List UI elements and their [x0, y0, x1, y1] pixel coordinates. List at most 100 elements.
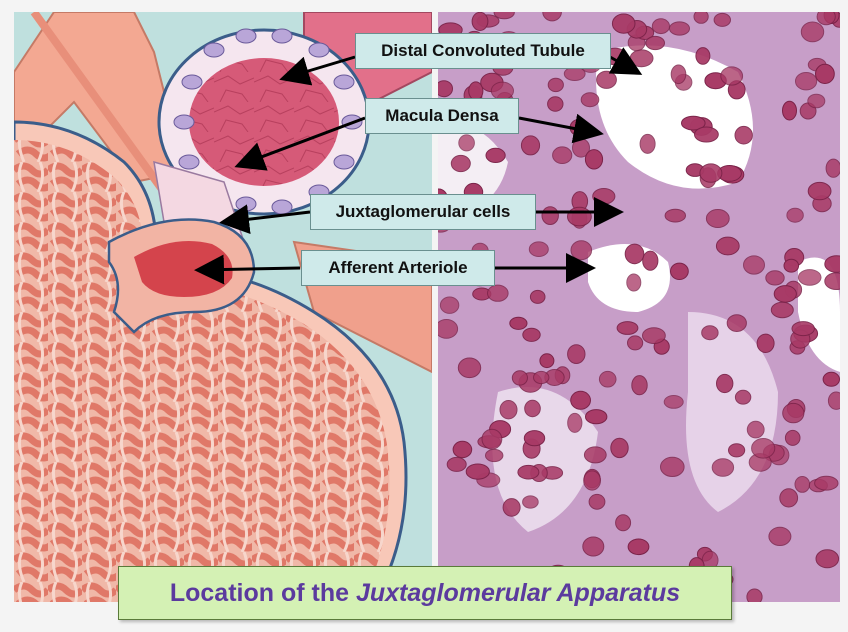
nucleus: [786, 207, 804, 223]
nucleus: [664, 208, 687, 223]
nucleus: [524, 399, 541, 418]
nucleus: [645, 35, 665, 51]
nucleus: [807, 93, 826, 109]
nucleus: [439, 296, 460, 314]
nucleus: [438, 80, 453, 98]
nucleus: [509, 316, 528, 330]
nucleus: [547, 77, 564, 93]
nucleus: [784, 429, 801, 446]
nucleus: [446, 456, 467, 472]
nucleus: [715, 236, 740, 256]
nucleus: [822, 371, 840, 387]
nucleus: [660, 456, 685, 477]
label-juxtaglomerular-cells: Juxtaglomerular cells: [310, 194, 536, 230]
nucleus: [624, 243, 645, 265]
title-emphasis: Juxtaglomerular Apparatus: [355, 578, 681, 607]
nucleus: [711, 458, 735, 477]
nucleus: [522, 495, 539, 509]
nucleus: [782, 100, 797, 121]
nucleus: [720, 66, 744, 86]
nucleus: [626, 273, 642, 292]
nucleus: [539, 353, 555, 369]
nucleus: [511, 370, 529, 386]
label-macula-densa: Macula Densa: [365, 98, 519, 134]
nucleus: [642, 327, 666, 345]
nucleus: [705, 209, 730, 228]
nucleus: [751, 438, 776, 459]
label-distal-convoluted-tubule: Distal Convoluted Tubule: [355, 33, 611, 69]
nucleus: [765, 270, 785, 286]
nucleus: [499, 400, 518, 420]
nucleus: [734, 125, 753, 145]
histology-micrograph: [438, 12, 840, 602]
nucleus: [485, 147, 506, 163]
nucleus: [533, 370, 550, 385]
label-afferent-arteriole: Afferent Arteriole: [301, 250, 495, 286]
nucleus: [502, 498, 521, 517]
nucleus: [693, 12, 709, 24]
nucleus: [452, 440, 473, 459]
nucleus: [552, 146, 573, 164]
nucleus: [825, 158, 840, 178]
nucleus: [701, 325, 719, 341]
micrograph-panel: [438, 12, 840, 602]
nucleus: [794, 476, 811, 493]
nucleus: [627, 538, 650, 556]
illustration-panel: [14, 12, 432, 602]
nucleus: [493, 12, 515, 20]
nucleus: [663, 395, 684, 409]
nucleus: [783, 258, 800, 273]
nucleus: [827, 391, 840, 410]
nucleus: [734, 389, 752, 405]
nucleus: [611, 13, 636, 34]
nucleus: [756, 333, 775, 353]
nucleus: [523, 430, 546, 447]
nucleus: [816, 12, 836, 26]
nucleus: [795, 71, 818, 91]
nucleus: [815, 63, 835, 85]
nucleus: [520, 135, 541, 156]
glomerulus-illustration: [14, 12, 432, 602]
nucleus: [814, 475, 839, 491]
nucleus: [583, 470, 602, 491]
nucleus: [695, 47, 711, 65]
nucleus: [487, 284, 509, 302]
nucleus: [768, 526, 792, 547]
nucleus: [582, 536, 605, 557]
nucleus: [824, 272, 840, 290]
nucleus: [699, 163, 723, 183]
nucleus: [631, 375, 648, 396]
title-prefix: Location of the: [169, 578, 356, 607]
nucleus: [642, 250, 659, 271]
nucleus: [580, 92, 600, 108]
nucleus: [670, 262, 689, 280]
nucleus: [669, 21, 690, 36]
nucleus: [481, 428, 503, 450]
nucleus: [743, 255, 765, 275]
nucleus: [517, 464, 540, 480]
nucleus: [583, 446, 607, 464]
nucleus: [485, 448, 504, 463]
nucleus: [529, 289, 546, 304]
nucleus: [746, 420, 765, 439]
nucleus: [616, 321, 639, 335]
nucleus: [791, 321, 815, 337]
nucleus: [782, 402, 805, 424]
nucleus: [815, 549, 840, 569]
nucleus: [726, 314, 747, 333]
nucleus: [807, 181, 832, 201]
nucleus: [651, 18, 670, 35]
nucleus: [627, 335, 644, 351]
nucleus: [610, 437, 629, 459]
nucleus: [542, 12, 562, 22]
nucleus: [615, 514, 632, 532]
nucleus: [585, 409, 608, 425]
slide-title: Location of the Juxtaglomerular Apparatu…: [118, 566, 732, 620]
nucleus: [584, 149, 604, 170]
nucleus: [716, 373, 734, 394]
nucleus: [567, 412, 583, 433]
nucleus: [522, 327, 541, 342]
nucleus: [438, 319, 459, 339]
